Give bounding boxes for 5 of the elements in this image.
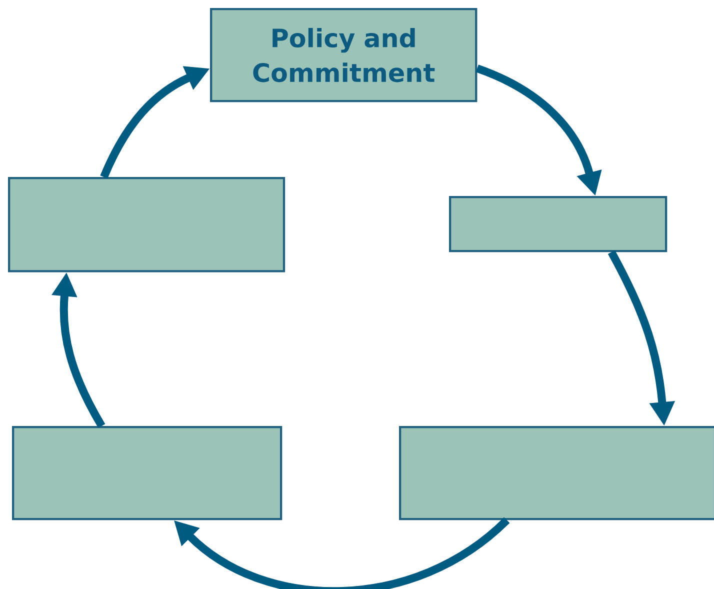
empty-box bbox=[449, 196, 668, 252]
empty-box bbox=[399, 426, 714, 520]
empty-box bbox=[8, 177, 286, 272]
empty-box bbox=[12, 426, 282, 520]
process-box: Policy and Commitment bbox=[210, 8, 478, 102]
